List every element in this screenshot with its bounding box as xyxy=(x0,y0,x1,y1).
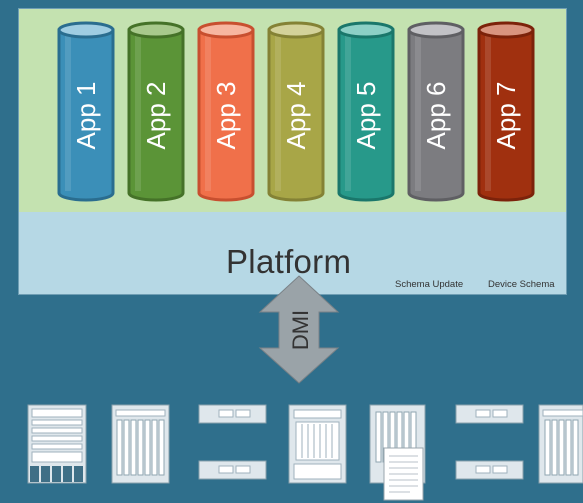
platform-layer xyxy=(19,212,566,294)
small-switch-icon xyxy=(198,404,267,424)
schema-update-label: Schema Update xyxy=(395,279,464,290)
app-label: App 7 xyxy=(491,82,521,150)
app-cylinder: App 1 xyxy=(57,21,115,202)
app-cylinder: App 5 xyxy=(337,21,395,202)
app-cylinder: App 6 xyxy=(407,21,465,202)
router-chassis-icon xyxy=(27,404,87,484)
app-cylinder: App 3 xyxy=(197,21,255,202)
small-switch-icon xyxy=(455,460,524,480)
app-label: App 3 xyxy=(211,82,241,150)
app-label: App 1 xyxy=(71,82,101,150)
small-switch-icon xyxy=(198,460,267,480)
app-label: App 2 xyxy=(141,82,171,150)
document-icon xyxy=(383,447,424,501)
app-cylinder: App 2 xyxy=(127,21,185,202)
device-schema-label: Device Schema xyxy=(488,279,555,290)
app-label: App 6 xyxy=(421,82,451,150)
platform-label: Platform xyxy=(226,243,352,280)
dmi-double-arrow xyxy=(258,275,340,384)
small-switch-icon xyxy=(455,404,524,424)
edge-chassis-icon xyxy=(538,404,583,484)
server-chassis-icon xyxy=(288,404,347,484)
app-label: App 5 xyxy=(351,82,381,150)
switch-chassis-icon xyxy=(111,404,170,484)
app-cylinder: App 4 xyxy=(267,21,325,202)
app-cylinder: App 7 xyxy=(477,21,535,202)
app-label: App 4 xyxy=(281,82,311,150)
